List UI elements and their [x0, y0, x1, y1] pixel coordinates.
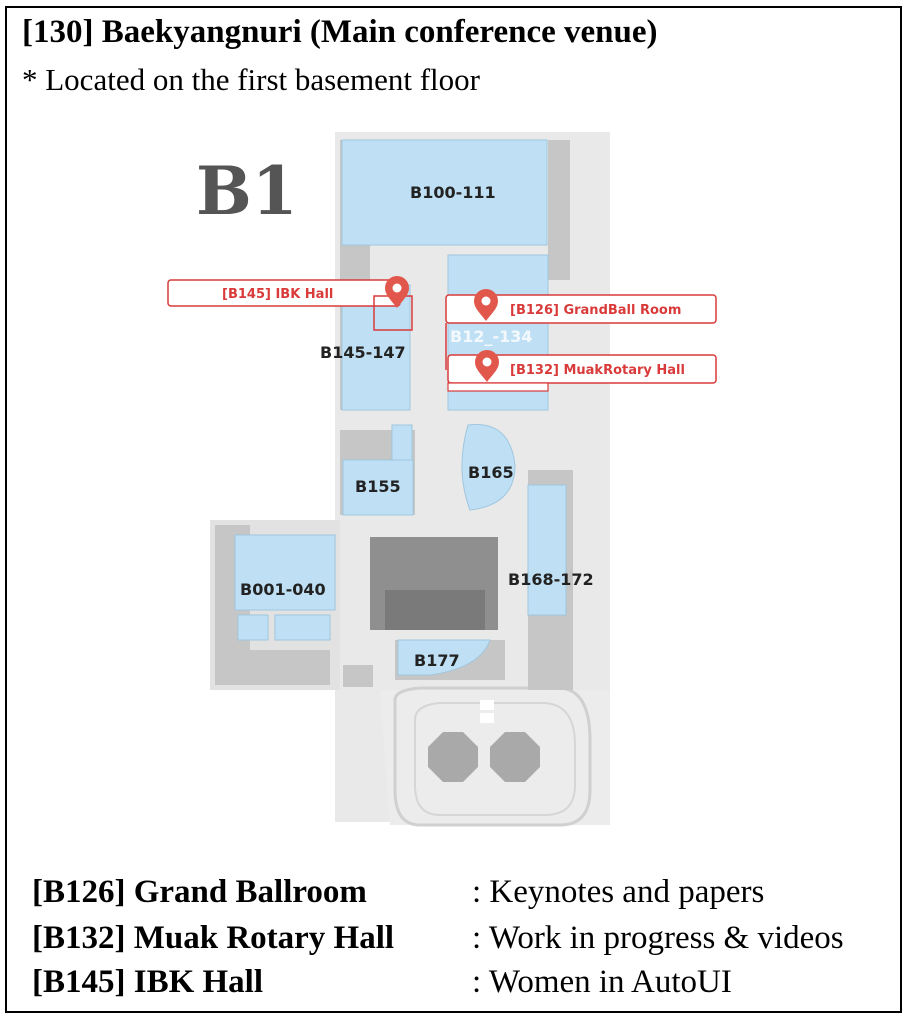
- legend-description: : Work in progress & videos: [472, 920, 844, 956]
- faded-room-label: B12_-134: [450, 327, 533, 346]
- room-label-b177: B177: [414, 651, 460, 670]
- map-central-block-lower: [385, 590, 485, 630]
- legend-room: [B132] Muak Rotary Hall: [32, 920, 395, 956]
- page-subtitle: * Located on the first basement floor: [22, 62, 480, 97]
- page-title: [130] Baekyangnuri (Main conference venu…: [22, 14, 658, 50]
- callout-label-b126: [B126] GrandBall Room: [510, 303, 681, 318]
- room-label-b168-172: B168-172: [508, 570, 594, 589]
- room-label-b145-147: B145-147: [320, 343, 406, 362]
- pin-icon: [474, 289, 498, 321]
- floor-label: B1: [196, 152, 298, 230]
- pin-icon: [385, 276, 409, 308]
- pin-icon: [475, 350, 499, 382]
- legend-room: [B126] Grand Ballroom: [32, 874, 367, 910]
- legend-room: [B145] IBK Hall: [32, 964, 264, 1000]
- legend-description: : Keynotes and papers: [472, 874, 765, 910]
- callout-label-b132: [B132] MuakRotary Hall: [510, 363, 685, 378]
- room-label-b001-040: B001-040: [240, 580, 326, 599]
- callout-b145: [B145] IBK Hall: [167, 276, 413, 331]
- callout-label-b145: [B145] IBK Hall: [222, 287, 333, 302]
- callout-b132: [B132] MuakRotary Hall: [447, 350, 717, 392]
- room-label-b165: B165: [468, 463, 514, 482]
- callout-b126: [B126] GrandBall Room: [445, 289, 717, 370]
- room-label-b100-111: B100-111: [410, 183, 496, 202]
- legend-description: : Women in AutoUI: [472, 964, 732, 1000]
- map-landscape: [428, 700, 540, 782]
- room-label-b155: B155: [355, 477, 401, 496]
